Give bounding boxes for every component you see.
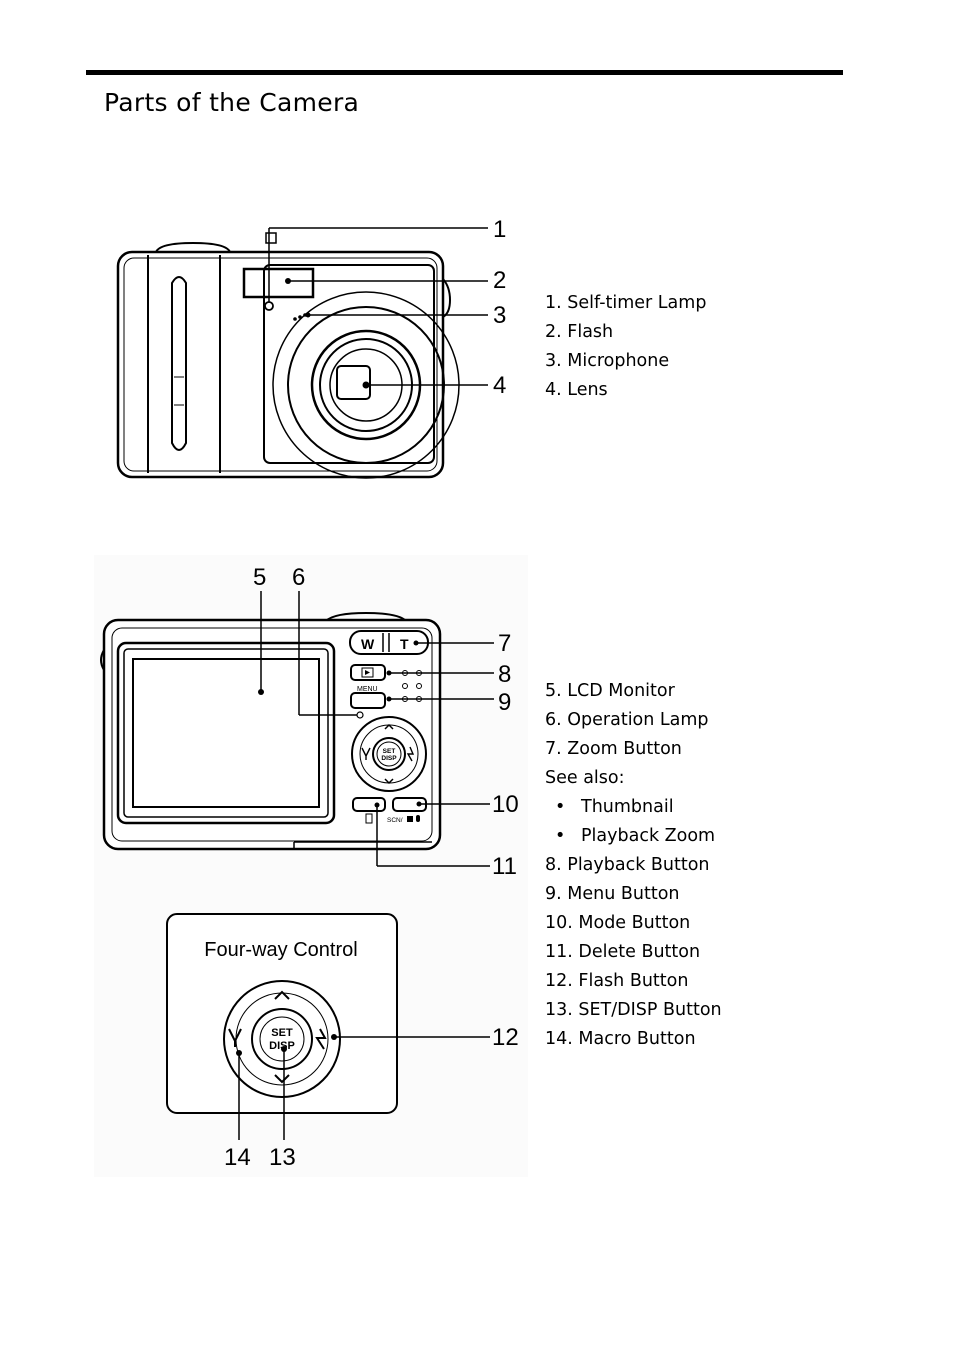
legend-item: 14. Macro Button <box>545 1029 696 1049</box>
legend-sub-item[interactable]: • Thumbnail <box>545 793 722 822</box>
callout-1: 1 <box>493 216 506 243</box>
legend-item: 7. Zoom Button <box>545 739 682 759</box>
back-legend: 5. LCD Monitor 6. Operation Lamp 7. Zoom… <box>545 677 722 1054</box>
zoom-wide-label: W <box>361 636 375 652</box>
callout-11: 11 <box>492 853 517 880</box>
callout-4: 4 <box>493 372 506 399</box>
bullet-icon: • <box>555 826 566 846</box>
legend-item: 2. Flash <box>545 322 614 342</box>
legend-item: 4. Lens <box>545 380 608 400</box>
legend-item: 8. Playback Button <box>545 855 710 875</box>
mode-label: SCN/ <box>387 817 403 824</box>
legend-item: 5. LCD Monitor <box>545 681 675 701</box>
legend-item: 11. Delete Button <box>545 942 701 962</box>
top-rule <box>86 70 843 75</box>
four-way-title: Four-way Control <box>204 939 357 961</box>
bullet-icon: • <box>555 797 566 817</box>
see-also-link-playback-zoom[interactable]: Playback Zoom <box>581 826 716 846</box>
callout-10: 10 <box>492 791 519 818</box>
legend-item: 1. Self-timer Lamp <box>545 293 707 313</box>
callout-7: 7 <box>498 630 511 657</box>
set-label: SET <box>271 1027 293 1039</box>
legend-item: 3. Microphone <box>545 351 670 371</box>
legend-item: 6. Operation Lamp <box>545 710 709 730</box>
callout-14: 14 <box>224 1144 251 1171</box>
legend-item: 10. Mode Button <box>545 913 691 933</box>
callout-5: 5 <box>253 564 266 591</box>
small-disp-label: DISP <box>381 755 397 762</box>
legend-item: 12. Flash Button <box>545 971 689 991</box>
callout-2: 2 <box>493 267 506 294</box>
callout-6: 6 <box>292 564 305 591</box>
callout-8: 8 <box>498 661 511 688</box>
camera-back-diagram: W T MENU SET DISP SCN/ 5 6 7 8 9 <box>94 555 528 1177</box>
zoom-tele-label: T <box>400 636 409 652</box>
see-also-link-thumbnail[interactable]: Thumbnail <box>581 797 674 817</box>
legend-sub-item[interactable]: • Playback Zoom <box>545 822 722 851</box>
legend-item: 9. Menu Button <box>545 884 680 904</box>
front-legend: 1. Self-timer Lamp 2. Flash 3. Microphon… <box>545 289 706 405</box>
legend-item: 13. SET/DISP Button <box>545 1000 722 1020</box>
legend-item: See also: <box>545 768 625 788</box>
callout-13: 13 <box>269 1144 296 1171</box>
disp-label: DISP <box>269 1040 295 1052</box>
small-set-label: SET <box>383 748 396 755</box>
callout-3: 3 <box>493 302 506 329</box>
camera-front-diagram: 1 2 3 4 <box>116 216 506 479</box>
page-title: Parts of the Camera <box>104 88 360 117</box>
callout-12: 12 <box>492 1024 519 1051</box>
menu-label: MENU <box>357 686 378 693</box>
callout-9: 9 <box>498 689 511 716</box>
